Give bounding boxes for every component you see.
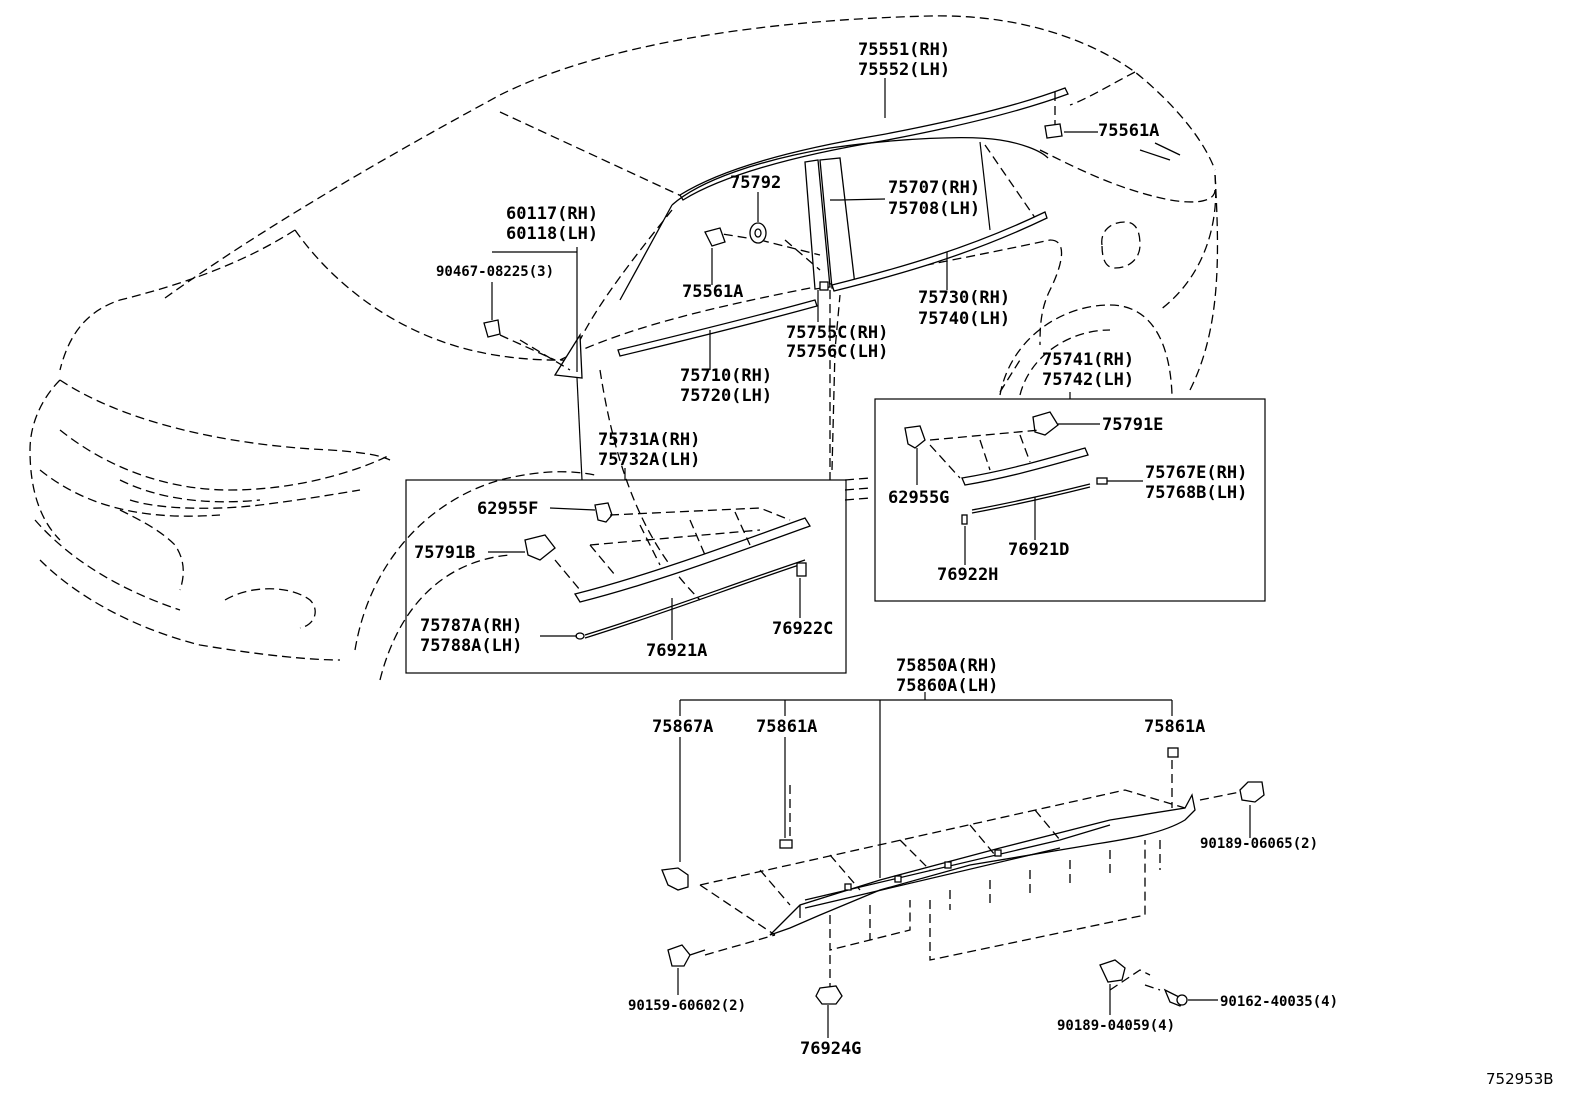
- label-75867a: 75867A: [652, 717, 713, 737]
- door-frame-molding: [617, 87, 1069, 357]
- label-75707: 75707(RH): [888, 178, 980, 198]
- label-75767e: 75767E(RH): [1145, 463, 1247, 483]
- rocker-fasteners: [661, 747, 1265, 1007]
- label-75850a: 75850A(RH): [896, 656, 998, 676]
- label-62955g: 62955G: [888, 488, 949, 508]
- box-front-parts: [488, 468, 811, 640]
- label-90467: 90467-08225(3): [436, 264, 554, 280]
- label-90189-06065: 90189-06065(2): [1200, 836, 1318, 852]
- rocker-panel: [699, 760, 1241, 991]
- label-75742: 75742(LH): [1042, 370, 1134, 390]
- label-76921a: 76921A: [646, 641, 707, 661]
- label-75791e: 75791E: [1102, 415, 1163, 435]
- label-75720: 75720(LH): [680, 386, 772, 406]
- leader-door-rear: [831, 294, 841, 471]
- label-90162: 90162-40035(4): [1220, 994, 1338, 1010]
- label-75552: 75552(LH): [858, 60, 950, 80]
- label-75860a: 75860A(LH): [896, 676, 998, 696]
- box-rear-parts: [904, 359, 1143, 565]
- label-62955f: 62955F: [477, 499, 538, 519]
- top-leaders: [491, 78, 1098, 372]
- rocker-leaders: [677, 692, 1251, 1038]
- label-75792: 75792: [730, 173, 781, 193]
- label-75561a-mid: 75561A: [682, 282, 743, 302]
- label-60118: 60118(LH): [506, 224, 598, 244]
- label-76922c: 76922C: [772, 619, 833, 639]
- detail-box-front: [405, 479, 847, 674]
- label-75768b: 75768B(LH): [1145, 483, 1247, 503]
- label-75731a: 75731A(RH): [598, 430, 700, 450]
- label-75740: 75740(LH): [918, 309, 1010, 329]
- label-75787a: 75787A(RH): [420, 616, 522, 636]
- part-labels: 75551(RH) 75552(LH) 75561A 75792 75707(R…: [414, 40, 1554, 1088]
- label-75708: 75708(LH): [888, 199, 980, 219]
- label-76924g: 76924G: [800, 1039, 861, 1059]
- label-60117: 60117(RH): [506, 204, 598, 224]
- label-75561a-top: 75561A: [1098, 121, 1159, 141]
- body-clips: [483, 123, 1063, 379]
- label-76922h: 76922H: [937, 565, 998, 585]
- label-90189-04059: 90189-04059(4): [1057, 1018, 1175, 1034]
- label-75788a: 75788A(LH): [420, 636, 522, 656]
- car-body-outline: [29, 15, 1219, 681]
- label-75710: 75710(RH): [680, 366, 772, 386]
- label-75861a-right: 75861A: [1144, 717, 1205, 737]
- label-75551: 75551(RH): [858, 40, 950, 60]
- label-75741: 75741(RH): [1042, 350, 1134, 370]
- label-75756c: 75756C(LH): [786, 342, 888, 362]
- label-75730: 75730(RH): [918, 288, 1010, 308]
- label-75861a-left: 75861A: [756, 717, 817, 737]
- label-76921d: 76921D: [1008, 540, 1069, 560]
- label-75755c: 75755C(RH): [786, 323, 888, 343]
- diagram-code: 752953B: [1486, 1070, 1554, 1088]
- label-75732a: 75732A(LH): [598, 450, 700, 470]
- leader-front-box: [576, 377, 583, 481]
- label-90159: 90159-60602(2): [628, 998, 746, 1014]
- label-75791b: 75791B: [414, 543, 475, 563]
